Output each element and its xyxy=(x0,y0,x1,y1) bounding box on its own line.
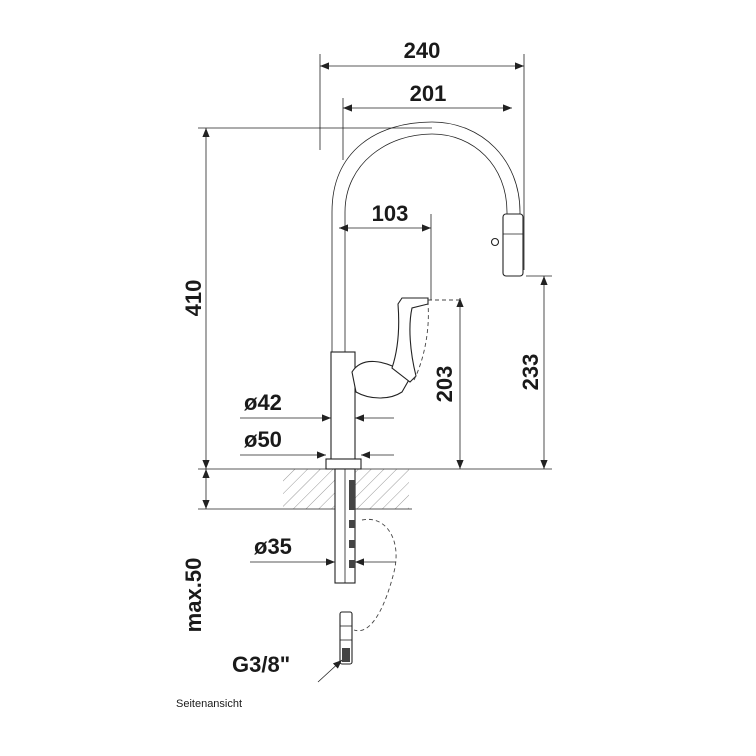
dim-max-thickness: max.50 xyxy=(181,469,283,632)
countertop xyxy=(198,468,412,510)
dim-spout-height-label: 233 xyxy=(518,354,543,391)
dim-total-height: 410 xyxy=(181,127,432,469)
dim-lever-height: 203 xyxy=(432,298,464,469)
dim-lever-offset: 103 xyxy=(339,201,432,300)
dim-lever-height-label: 203 xyxy=(432,366,457,403)
dim-total-height-label: 410 xyxy=(181,280,206,317)
dim-spout-reach-label: 201 xyxy=(410,81,447,106)
dim-connection-thread: G3/8" xyxy=(232,652,343,683)
dim-hole-diameter-label: ø35 xyxy=(254,534,292,559)
view-caption: Seitenansicht xyxy=(176,698,242,710)
dim-spout-height: 233 xyxy=(412,275,552,470)
dim-body-diameter: ø42 xyxy=(240,390,394,422)
dim-lever-offset-label: 103 xyxy=(372,201,409,226)
faucet-body xyxy=(325,121,524,665)
dim-body-diameter-label: ø42 xyxy=(244,390,282,415)
dim-spout-reach: 201 xyxy=(342,81,512,160)
dim-total-width: 240 xyxy=(319,38,525,270)
dim-connection-thread-label: G3/8" xyxy=(232,652,290,677)
dim-hole-diameter: ø35 xyxy=(250,534,396,566)
dim-max-thickness-label: max.50 xyxy=(181,558,206,633)
dim-base-diameter-label: ø50 xyxy=(244,427,282,452)
dim-total-width-label: 240 xyxy=(404,38,441,63)
dim-base-diameter: ø50 xyxy=(240,427,394,459)
